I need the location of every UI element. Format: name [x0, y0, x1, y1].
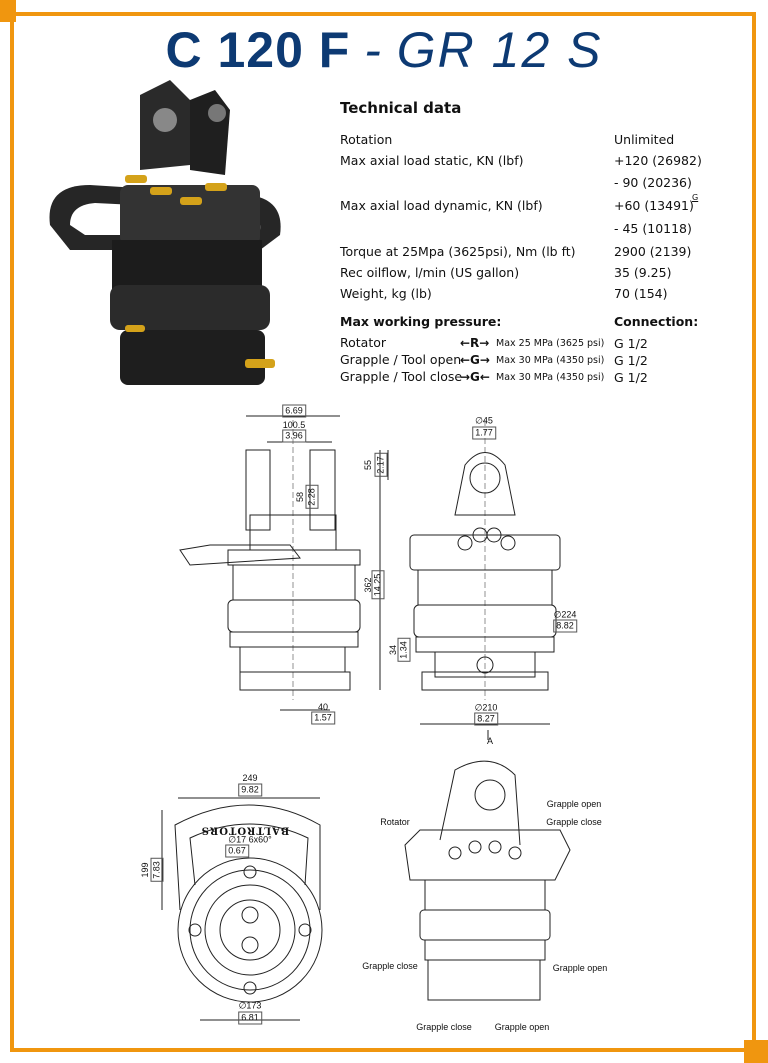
side-view-drawing	[179, 415, 389, 711]
frame-border-bottom	[10, 1048, 756, 1052]
connection-value: G 1/2	[614, 370, 648, 385]
model-variant: GR 12 S	[396, 22, 603, 78]
dim-top-mm: 55	[363, 459, 373, 471]
dim-inner-mm: 100.5	[282, 420, 306, 430]
connection-heading: Connection:	[614, 314, 699, 329]
connection-value: G 1/2	[614, 336, 648, 351]
spec-value: 2900 (2139)	[614, 244, 692, 259]
dim-holes-mm: ∅17 6x60°	[228, 834, 272, 845]
dim-hole-in: 2.28	[305, 485, 319, 509]
port-symbol: ←R→	[460, 336, 490, 350]
dim-holes-in: 0.67	[225, 844, 249, 858]
spec-label: Rec oilflow, l/min (US gallon)	[340, 265, 520, 280]
dim-width-in: 6.69	[282, 404, 306, 418]
pressure-label: Grapple / Tool open	[340, 352, 462, 367]
corner-mark	[0, 0, 16, 22]
dim-depth-mm: 199	[140, 862, 150, 878]
dim-pin-in: 1.77	[472, 426, 496, 440]
spec-value: - 45 (10118)	[614, 221, 692, 236]
technical-data-heading: Technical data	[340, 99, 462, 117]
spec-label: Max axial load dynamic, KN (lbf)	[340, 198, 543, 213]
dim-hole-mm: 58	[295, 491, 305, 503]
dim-port-in: 1.57	[311, 711, 335, 725]
dim-height-in: 14.25	[371, 570, 385, 600]
spec-label: Max axial load static, KN (lbf)	[340, 153, 524, 168]
dim-base-dia-in: 8.27	[474, 712, 498, 726]
pressure-label: Rotator	[340, 335, 387, 350]
callout-grapple-open: Grapple open	[546, 799, 602, 809]
dim-base-mm: 34	[388, 644, 398, 656]
callout-grapple-open: Grapple open	[552, 963, 608, 973]
dim-inner-in: 3.96	[282, 429, 306, 443]
spec-value: - 90 (20236)	[614, 175, 692, 190]
frame-border-right	[752, 12, 756, 1052]
isometric-drawing	[404, 760, 571, 1001]
callout-grapple-close: Grapple close	[362, 961, 418, 971]
dim-depth-in: 7.83	[150, 858, 164, 882]
model-name: C 120 F	[165, 22, 351, 78]
spec-label: Rotation	[340, 132, 393, 147]
top-view-drawing	[161, 797, 323, 1021]
spec-label: Weight, kg (lb)	[340, 286, 432, 301]
dim-body-mm: ∅224	[553, 609, 577, 620]
front-view-drawing	[409, 420, 561, 740]
dim-top-in: 2.17	[374, 453, 388, 477]
frame-border-top	[10, 12, 756, 16]
dim-base-in: 1.34	[397, 638, 411, 662]
dim-port-mm: 40	[317, 702, 329, 712]
page-title: C 120 F - GR 12 S	[0, 18, 768, 82]
port-symbol: →G←	[460, 370, 490, 384]
dim-pin-mm: ∅45	[475, 415, 493, 426]
pressure-value: Max 30 MPa (4350 psi)	[496, 355, 605, 366]
spec-value: Unlimited	[614, 132, 675, 147]
callout-grapple-open: Grapple open	[494, 1022, 550, 1032]
dim-top-width-in: 9.82	[238, 783, 262, 797]
spec-value: +120 (26982)	[614, 153, 702, 168]
spec-value: 35 (9.25)	[614, 265, 672, 280]
pressure-label: Grapple / Tool close	[340, 369, 463, 384]
spec-superscript: G	[692, 193, 699, 202]
spec-value: 70 (154)	[614, 286, 668, 301]
pressure-value: Max 30 MPa (4350 psi)	[496, 372, 605, 383]
port-symbol: ←G→	[460, 353, 490, 367]
frame-border-left	[10, 12, 14, 1052]
corner-mark	[744, 1040, 768, 1063]
title-separator: -	[364, 22, 383, 78]
spec-label: Torque at 25Mpa (3625psi), Nm (lb ft)	[340, 244, 576, 259]
connection-value: G 1/2	[614, 353, 648, 368]
view-marker: A	[486, 736, 494, 746]
pressure-heading: Max working pressure:	[340, 314, 502, 329]
callout-grapple-close: Grapple close	[546, 817, 602, 827]
callout-grapple-close: Grapple close	[416, 1022, 472, 1032]
dim-top-width-mm: 249	[242, 773, 258, 783]
dim-dia-mm: ∅173	[238, 1000, 262, 1011]
callout-rotator: Rotator	[380, 817, 410, 827]
dim-base-dia-mm: ∅210	[474, 702, 498, 713]
product-photo	[49, 80, 281, 385]
pressure-value: Max 25 MPa (3625 psi)	[496, 338, 605, 349]
dim-body-in: 8.82	[553, 619, 577, 633]
spec-value: +60 (13491)	[614, 198, 694, 213]
dim-dia-in: 6.81	[238, 1011, 262, 1025]
